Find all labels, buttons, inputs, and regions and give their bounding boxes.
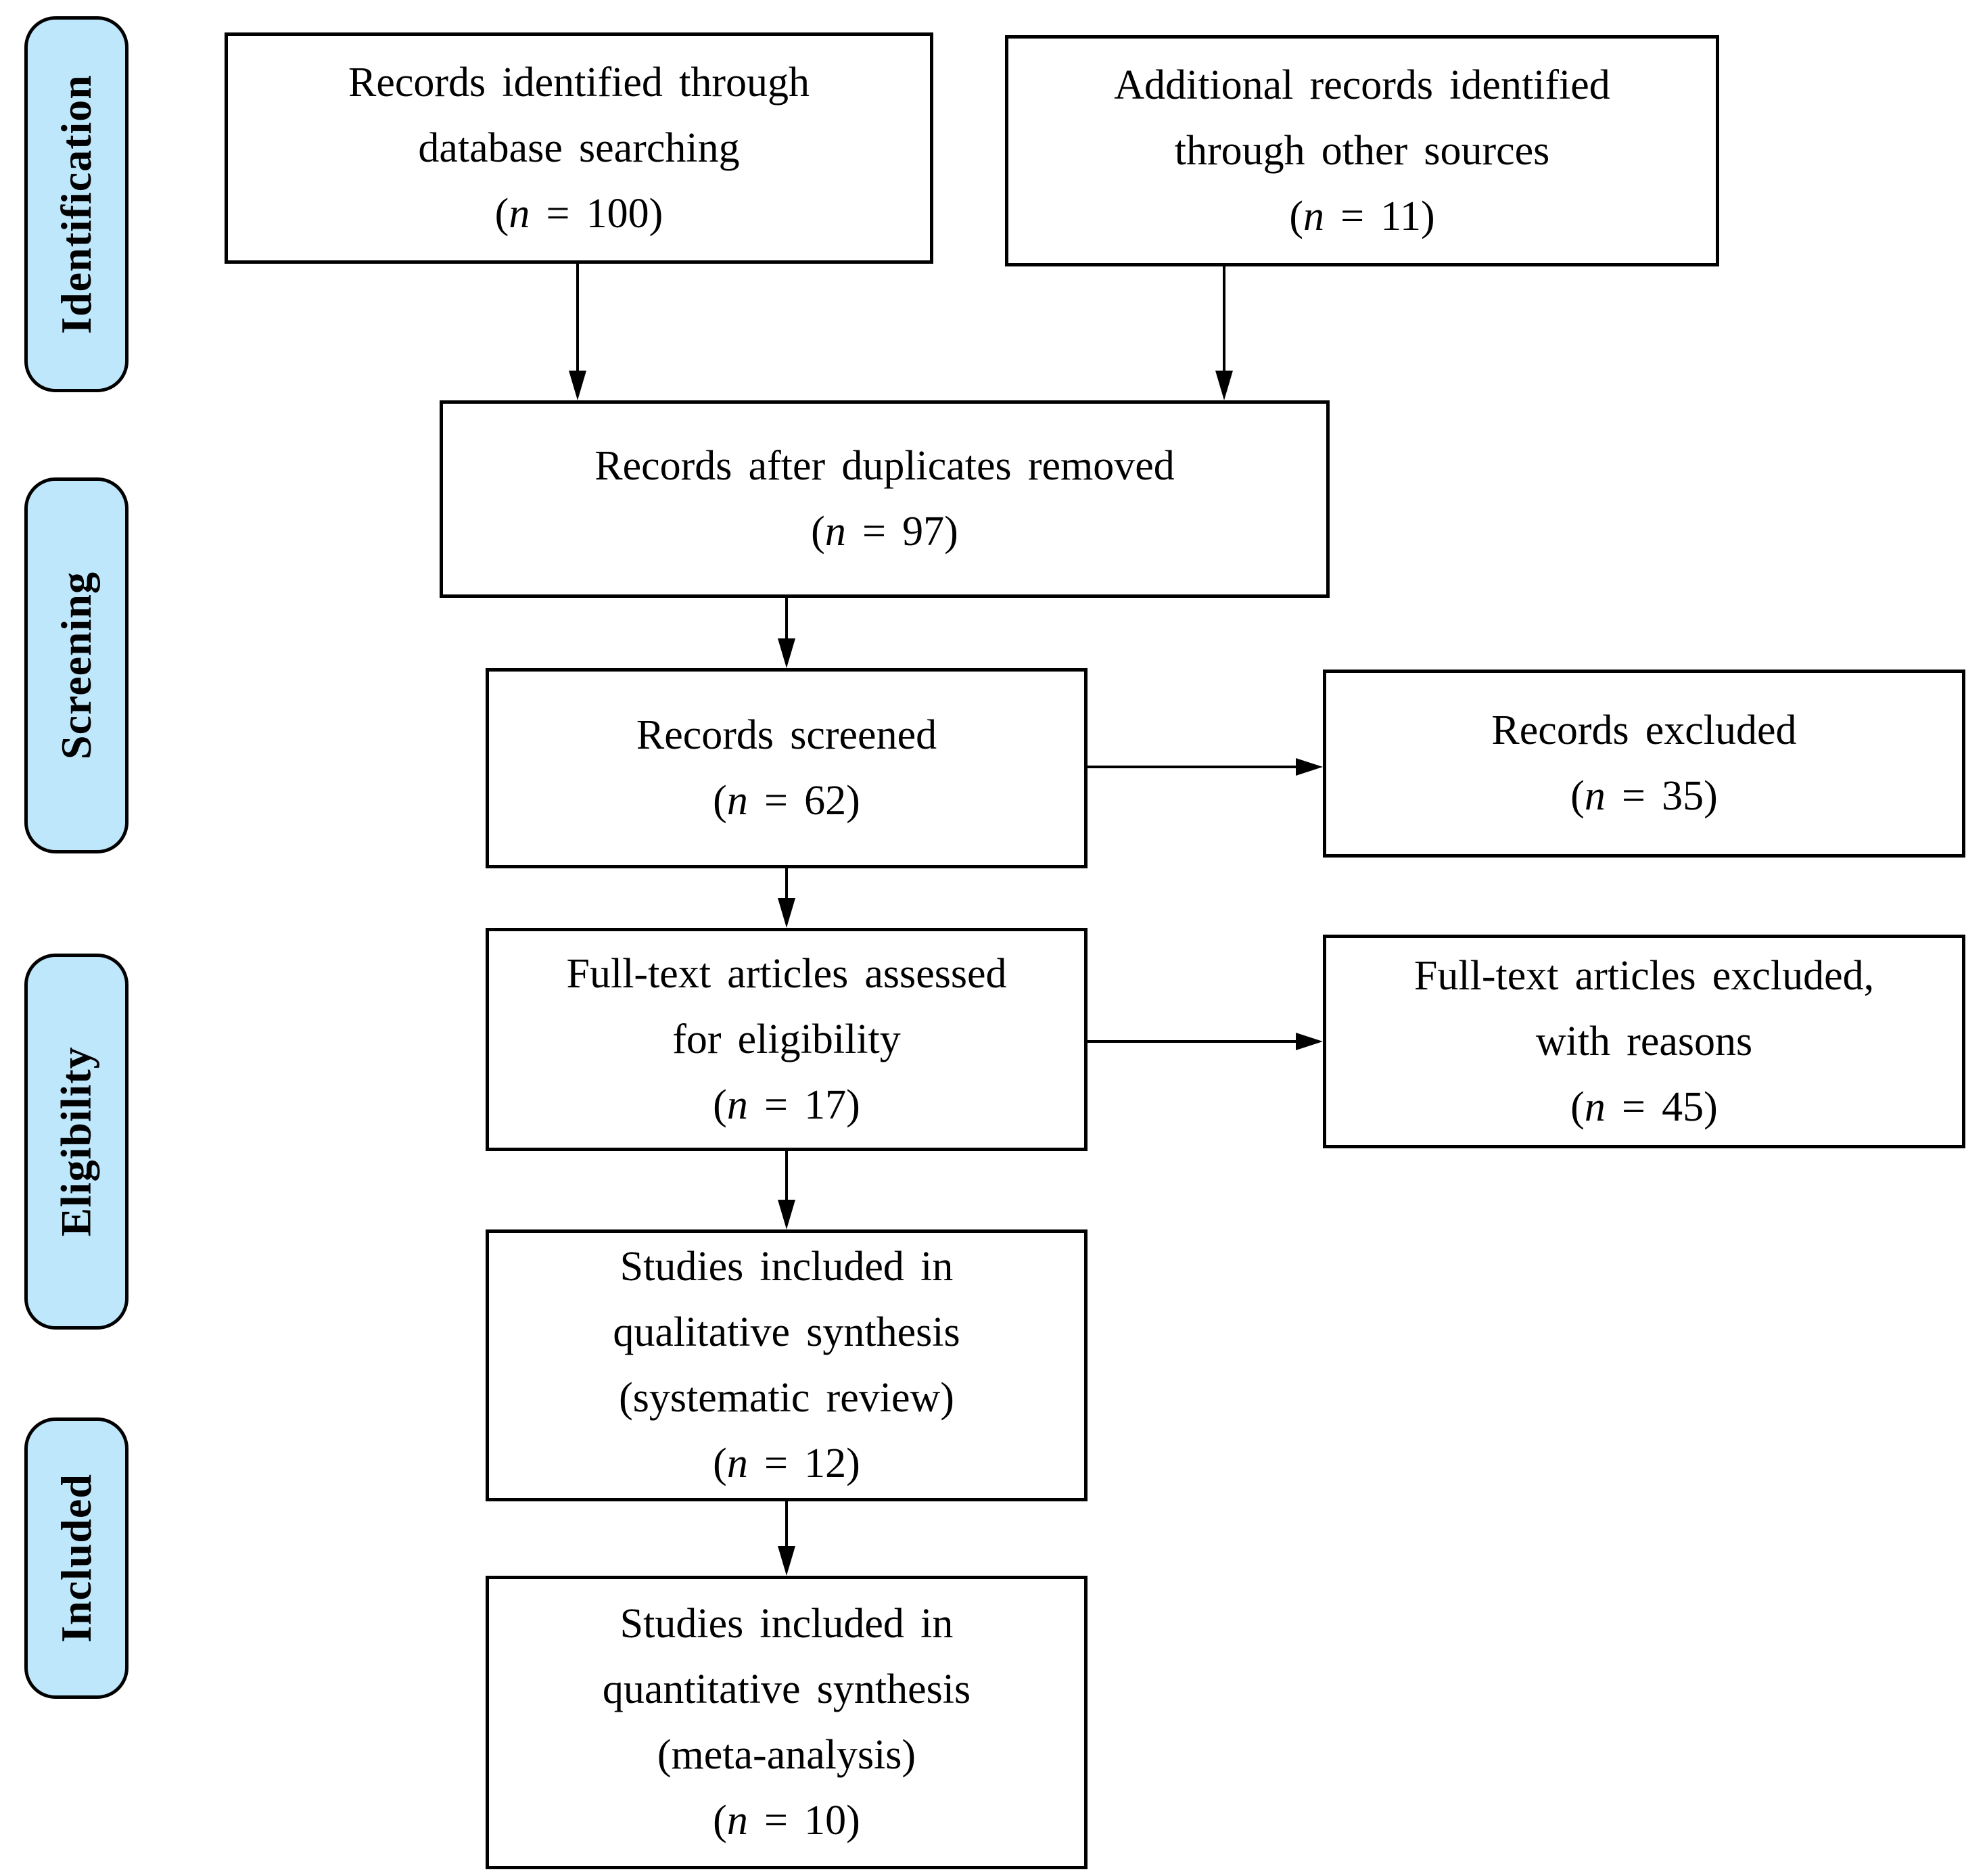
arrow-shaft [785,868,788,899]
stage-tab-eligibility: Eligibility [24,954,128,1330]
box-duplicates-removed: Records after duplicates removed (n = 97… [440,400,1330,598]
arrow-shaft [785,1501,788,1547]
arrowhead-down-icon [1215,371,1233,400]
box-line: through other sources [1174,127,1550,174]
stage-tab-identification: Identification [24,16,128,392]
box-n-line: (n = 11) [1289,193,1435,239]
box-fulltext-assessed: Full-text articles assessed for eligibil… [486,928,1088,1151]
box-additional-records: Additional records identified through ot… [1005,35,1719,266]
arrow-shaft [785,598,788,640]
box-n-line: (n = 12) [713,1440,860,1486]
arrowhead-down-icon [778,638,795,668]
arrow-fulltext-to-qualitative [774,1151,799,1229]
stage-label-eligibility: Eligibility [52,1046,100,1237]
box-n-line: (n = 97) [811,509,958,555]
arrowhead-down-icon [778,1546,795,1576]
box-n-line: (n = 45) [1570,1083,1718,1130]
arrow-qualitative-to-quantitative [774,1501,799,1576]
arrow-additional-to-duplicates [1212,266,1236,400]
arrowhead-down-icon [569,371,586,400]
arrow-shaft [1088,766,1297,768]
arrow-shaft [576,264,579,372]
box-n-line: (n = 10) [713,1798,860,1844]
stage-label-included: Included [52,1474,100,1643]
box-line: (systematic review) [619,1375,954,1421]
box-fulltext-excluded: Full-text articles excluded, with reason… [1323,935,1965,1148]
stage-tab-included: Included [24,1417,128,1699]
box-line: Records screened [636,712,937,758]
box-line: Records excluded [1491,707,1797,753]
box-line: Records identified through [348,59,810,105]
box-line: Studies included in [620,1244,954,1290]
stage-label-screening: Screening [52,571,100,760]
arrowhead-down-icon [778,1200,795,1229]
box-line: Full-text articles assessed [566,950,1007,997]
arrow-shaft [1223,266,1225,372]
arrow-shaft [785,1151,788,1201]
box-records-excluded: Records excluded (n = 35) [1323,670,1965,858]
box-line: database searching [418,124,740,171]
box-n-line: (n = 35) [1570,773,1718,819]
arrowhead-right-icon [1296,758,1323,776]
arrow-fulltext-to-fulltext-excluded [1088,1029,1323,1054]
stage-tab-screening: Screening [24,477,128,853]
box-quantitative-synthesis: Studies included in quantitative synthes… [486,1576,1088,1869]
arrowhead-right-icon [1296,1033,1323,1050]
box-line: (meta-analysis) [657,1732,916,1778]
arrow-duplicates-to-screened [774,598,799,668]
stage-label-identification: Identification [52,74,100,334]
box-n-line: (n = 17) [713,1081,860,1128]
box-n-line: (n = 62) [713,778,860,824]
box-line: with reasons [1535,1018,1753,1064]
box-line: for eligibility [672,1016,901,1062]
box-line: Studies included in [620,1601,954,1647]
box-records-identified: Records identified through database sear… [225,32,933,264]
arrow-screened-to-fulltext [774,868,799,928]
box-n-line: (n = 100) [494,190,663,237]
box-line: Additional records identified [1114,62,1610,108]
box-line: Full-text articles excluded, [1413,952,1875,999]
arrowhead-down-icon [778,898,795,928]
box-records-screened: Records screened (n = 62) [486,668,1088,868]
box-qualitative-synthesis: Studies included in qualitative synthesi… [486,1229,1088,1501]
box-line: qualitative synthesis [613,1309,960,1355]
box-line: quantitative synthesis [602,1666,971,1712]
arrow-identified-to-duplicates [565,264,590,400]
arrow-shaft [1088,1040,1297,1043]
arrow-screened-to-excluded [1088,755,1323,779]
box-line: Records after duplicates removed [594,443,1175,489]
